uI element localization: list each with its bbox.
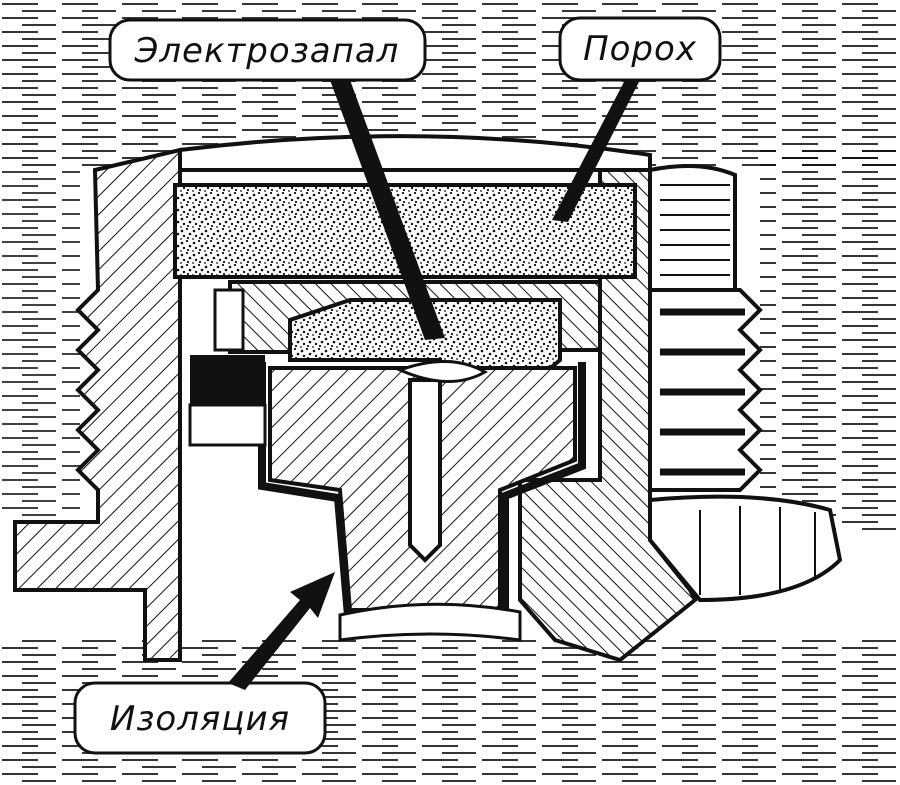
label-powder-text: Порох: [583, 29, 697, 69]
label-insulation-text: Изоляция: [110, 699, 290, 739]
outer-body: [13, 134, 698, 663]
label-primer-text: Электрозапал: [134, 31, 400, 71]
primer-housing: [228, 280, 602, 620]
label-insulation: Изоляция: [73, 572, 335, 755]
left-insulation: [188, 288, 267, 447]
threaded-sleeve: [648, 164, 843, 603]
bottom-ring: [338, 602, 522, 642]
label-primer: Электрозапал: [108, 18, 445, 340]
label-powder: Порох: [552, 16, 722, 222]
